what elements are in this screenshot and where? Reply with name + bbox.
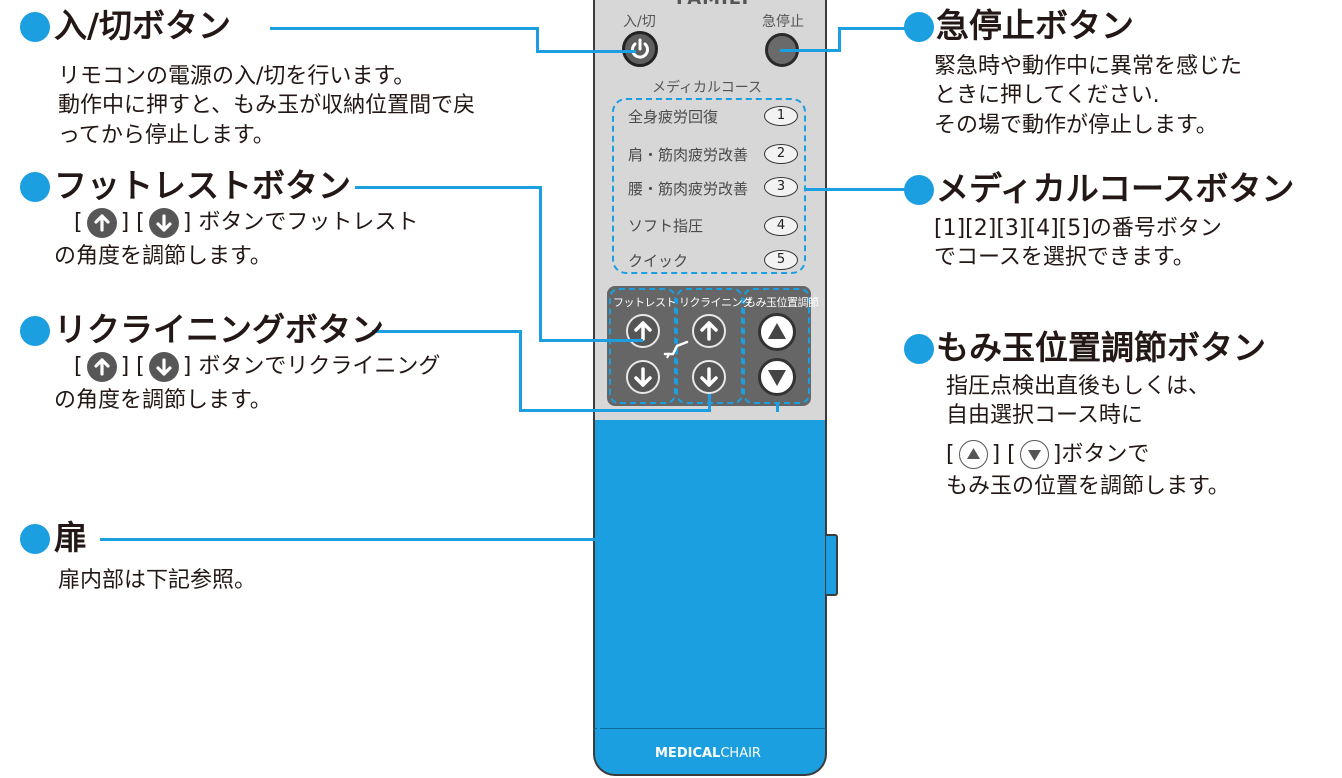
course-title: メディカルコースボタン [936,169,1295,208]
footrest-bracket-mid: ] [ [120,210,145,236]
footrest-leader-line [539,186,542,342]
course-button-1[interactable]: 1 [764,106,798,126]
door-handle[interactable] [826,534,838,596]
course-button-2[interactable]: 2 [764,144,798,164]
momi-bracket-open: [ [946,442,955,467]
recline-up-button[interactable] [692,314,726,348]
momi-down-button[interactable] [758,358,796,396]
footrest-leader-line [539,339,643,342]
course-button-5[interactable]: 5 [764,250,798,270]
footrest-pad-label: フットレスト [613,296,677,309]
recline-icon-line: [ ] [ ] ボタンでリクライニング [74,352,440,382]
power-leader-line [270,27,538,30]
course-heading: メディカルコース [652,80,763,96]
momi-description-bottom: もみ玉の位置を調節します。 [946,474,1230,499]
triangle-up-icon [958,440,988,470]
footrest-up-button[interactable] [626,314,660,348]
stop-bullet [904,12,934,42]
recline-bracket-close: ] ボタンでリクライニング [182,354,441,380]
momi-title: もみ玉位置調節ボタン [936,328,1266,367]
momi-up-button[interactable] [758,313,796,351]
recline-leader-line [519,409,711,412]
momi-bullet [904,334,934,364]
stop-title: 急停止ボタン [936,6,1134,45]
power-title: 入/切ボタン [54,6,232,45]
footrest-description: の角度を調節します。 [54,244,272,269]
door-bullet [20,524,50,554]
remote-footer-logo: MEDICALCHAIR [655,746,761,761]
recline-down-button[interactable] [692,360,726,394]
power-icon [631,38,649,59]
momi-pad-outline [743,288,810,404]
recline-description: の角度を調節します。 [54,388,272,413]
power-description: リモコンの電源の入/切を行います。 動作中に押すと、もみ玉が収納位置間で戻 って… [58,64,476,148]
triangle-up-icon [768,323,786,339]
footrest-down-button[interactable] [626,360,660,394]
momi-bracket-close: ]ボタンで [1052,442,1150,467]
course-description: [1][2][3][4][5]の番号ボタン でコースを選択できます。 [934,216,1222,271]
course-buttons-outline [612,98,806,274]
footrest-title: フットレストボタン [54,166,351,205]
footrest-bracket-close: ] ボタンでフットレスト [182,210,419,236]
stop-description: 緊急時や動作中に異常を感じた ときに押してください. その場で動作が停止します。 [934,54,1243,138]
arrow-down-icon [700,367,718,387]
arrow-down-icon [148,208,179,238]
power-bullet [20,12,50,42]
recline-bullet [20,316,50,346]
recline-bracket-mid: ] [ [120,354,145,380]
footrest-icon-line: [ ] [ ] ボタンでフットレスト [74,208,418,238]
arrow-up-icon [700,321,718,341]
momi-leader-line [776,404,779,412]
momi-bracket-mid: ] [ [991,442,1016,467]
door-description: 扉内部は下記参照。 [58,568,257,593]
remote-brand: FAMILY [676,0,752,9]
door-title: 扉 [54,518,87,557]
arrow-up-icon [86,208,117,238]
remote-door[interactable] [593,420,827,730]
recline-title: リクライニングボタン [54,310,384,349]
arrow-down-icon [634,367,652,387]
recline-leader-line [519,330,522,412]
door-leader-line [100,538,640,541]
course-label-2: 肩・筋肉疲労改善 [628,146,749,164]
footrest-bracket-open: [ [74,210,83,236]
footrest-pad-outline [609,288,676,404]
course-label-4: ソフト指圧 [628,217,704,235]
momi-description-top: 指圧点検出直後もしくは、 自由選択コース時に [946,374,1211,429]
course-label-1: 全身疲労回復 [628,108,719,126]
momi-pad-label: もみ玉位置調節 [745,296,819,309]
triangle-down-icon [768,370,786,386]
recline-leader-line [708,394,711,412]
footer-logo-bold: MEDICAL [655,746,721,761]
power-button[interactable] [622,31,658,67]
power-leader-line [536,50,636,53]
arrow-up-icon [86,352,117,382]
power-button-label: 入/切 [623,14,656,30]
power-leader-line [536,27,539,52]
chair-icon [663,340,689,359]
arrow-down-icon [148,352,179,382]
arrow-up-icon [634,321,652,341]
triangle-down-icon [1019,440,1049,470]
course-label-5: クイック [628,252,689,270]
recline-bracket-open: [ [74,354,83,380]
stop-leader-line [838,27,908,30]
door-leader-line [597,425,600,760]
stop-button-label: 急停止 [762,14,804,30]
stop-leader-line [780,49,840,52]
footer-logo-light: CHAIR [720,746,761,761]
course-leader-line [806,188,908,191]
footrest-bullet [20,172,50,202]
recline-pad-label: リクライニング [679,296,753,309]
stop-leader-line [838,27,841,52]
course-label-3: 腰・筋肉疲労改善 [628,180,749,198]
recline-leader-line [372,330,522,333]
remote-footer [593,728,827,776]
course-bullet [904,175,934,205]
course-button-4[interactable]: 4 [764,216,798,236]
footrest-leader-line [355,186,541,189]
course-button-3[interactable]: 3 [764,177,798,197]
momi-icon-line: [ ] [ ]ボタンで [946,440,1150,470]
